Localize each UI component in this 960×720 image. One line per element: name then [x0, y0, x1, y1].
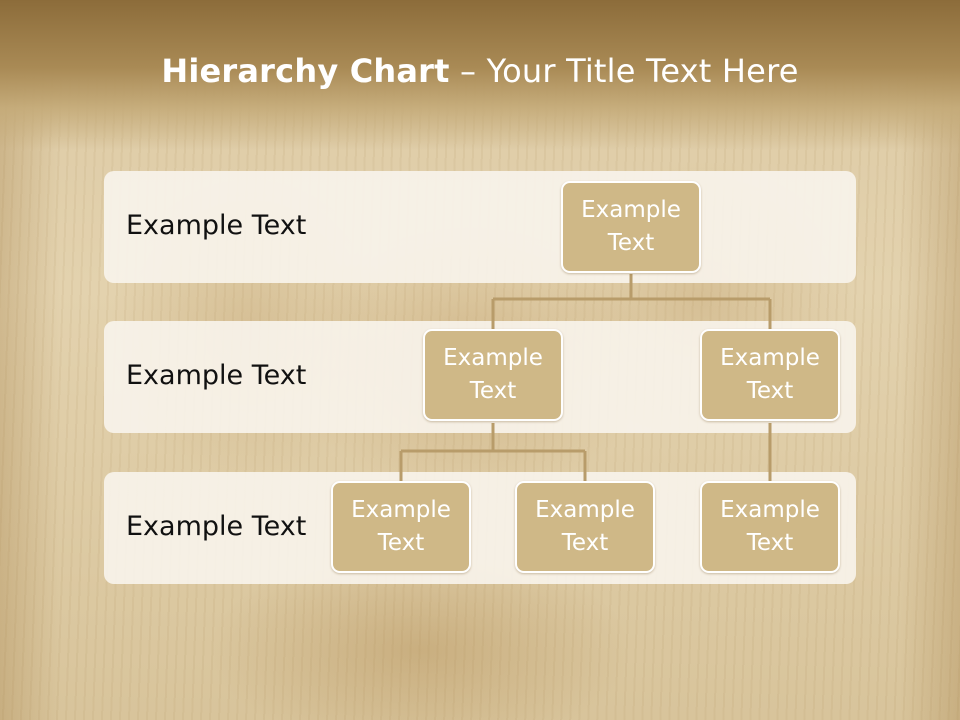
level-label-1[interactable]: Example Text — [126, 210, 307, 241]
level-band-1 — [104, 171, 856, 283]
level-label-2[interactable]: Example Text — [126, 360, 307, 391]
title-rest-part: – Your Title Text Here — [449, 52, 799, 90]
node-level3-left-2[interactable]: Example Text — [515, 481, 655, 573]
title-band — [0, 0, 960, 150]
node-level3-left-1[interactable]: Example Text — [331, 481, 471, 573]
level-label-3[interactable]: Example Text — [126, 511, 307, 542]
node-level2-right[interactable]: Example Text — [700, 329, 840, 421]
slide-title[interactable]: Hierarchy Chart – Your Title Text Here — [0, 52, 960, 90]
title-bold-part: Hierarchy Chart — [161, 52, 450, 90]
node-root[interactable]: Example Text — [561, 181, 701, 273]
node-level2-left[interactable]: Example Text — [423, 329, 563, 421]
node-level3-right[interactable]: Example Text — [700, 481, 840, 573]
